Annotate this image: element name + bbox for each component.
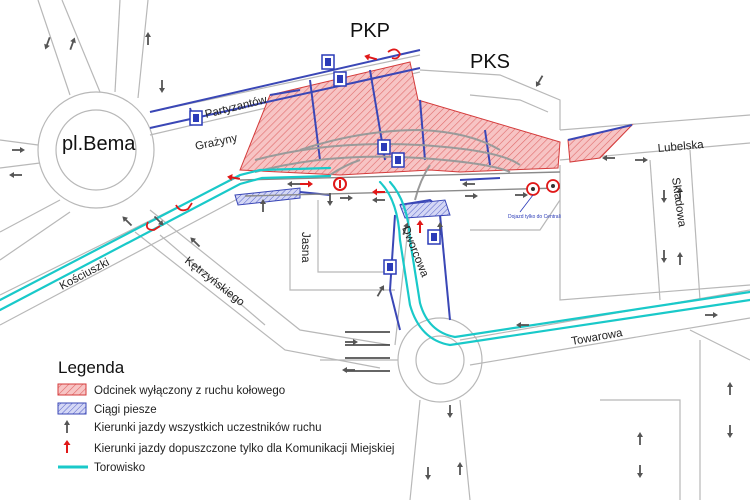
bus-stop-icon [189, 110, 203, 126]
main-road [239, 171, 561, 197]
bus-stop-icon [427, 229, 441, 245]
pedestrian-fill [234, 187, 451, 219]
bus-loop [254, 128, 521, 201]
svg-text:Torowisko: Torowisko [94, 462, 145, 474]
gray-arrow-icon [63, 419, 71, 434]
bus-stop-signs [189, 54, 441, 275]
legend-item-pedestrian: Ciągi piesze [57, 402, 157, 416]
legend-title: Legenda [58, 358, 125, 377]
label-pks: PKS [470, 51, 510, 73]
bus-stop-icon [383, 259, 397, 275]
label-ketrzynskiego: Kętrzyńskiego [182, 255, 246, 309]
label-jasna: Jasna [299, 232, 311, 263]
label-dojazd-note: Dojazd tylko do Centrali [508, 214, 561, 220]
legend-item-public-transport: Kierunki jazdy dopuszczone tylko dla Kom… [62, 439, 394, 455]
legend-item-tram: Torowisko [58, 462, 145, 474]
label-pkp: PKP [350, 20, 390, 42]
crosswalk [345, 331, 390, 372]
red-arrow-icon [62, 439, 72, 454]
bus-stop-icon [377, 139, 391, 155]
label-towarowa: Towarowa [570, 327, 624, 348]
bus-stop-icon [321, 54, 335, 70]
label-grazyny: Grażyny [194, 132, 239, 153]
label-lubelska: Lubelska [657, 139, 705, 155]
svg-text:Kierunki jazdy dopuszczone tyl: Kierunki jazdy dopuszczone tylko dla Kom… [94, 443, 394, 455]
svg-text:Ciągi piesze: Ciągi piesze [94, 404, 157, 416]
bus-stop-icon [391, 152, 405, 168]
traffic-signs [519, 179, 560, 213]
tramway [0, 166, 750, 347]
svg-text:Kierunki jazdy wszystkich ucze: Kierunki jazdy wszystkich uczestników ru… [94, 422, 322, 434]
legend-item-closed-section: Odcinek wyłączony z ruchu kołowego [57, 383, 285, 397]
traffic-arrows-public-transport [145, 48, 425, 234]
closed-sections [239, 61, 634, 176]
label-skladowa: Składowa [669, 177, 688, 229]
legend: Legenda Odcinek wyłączony z ruchu kołowe… [57, 358, 394, 474]
legend-item-all-traffic: Kierunki jazdy wszystkich uczestników ru… [63, 419, 322, 434]
no-entry-marker [333, 177, 347, 191]
label-plac-bema: pl.Bema [62, 133, 136, 155]
svg-text:Odcinek wyłączony z ruchu koło: Odcinek wyłączony z ruchu kołowego [94, 385, 285, 397]
bus-stop-icon [333, 71, 347, 87]
